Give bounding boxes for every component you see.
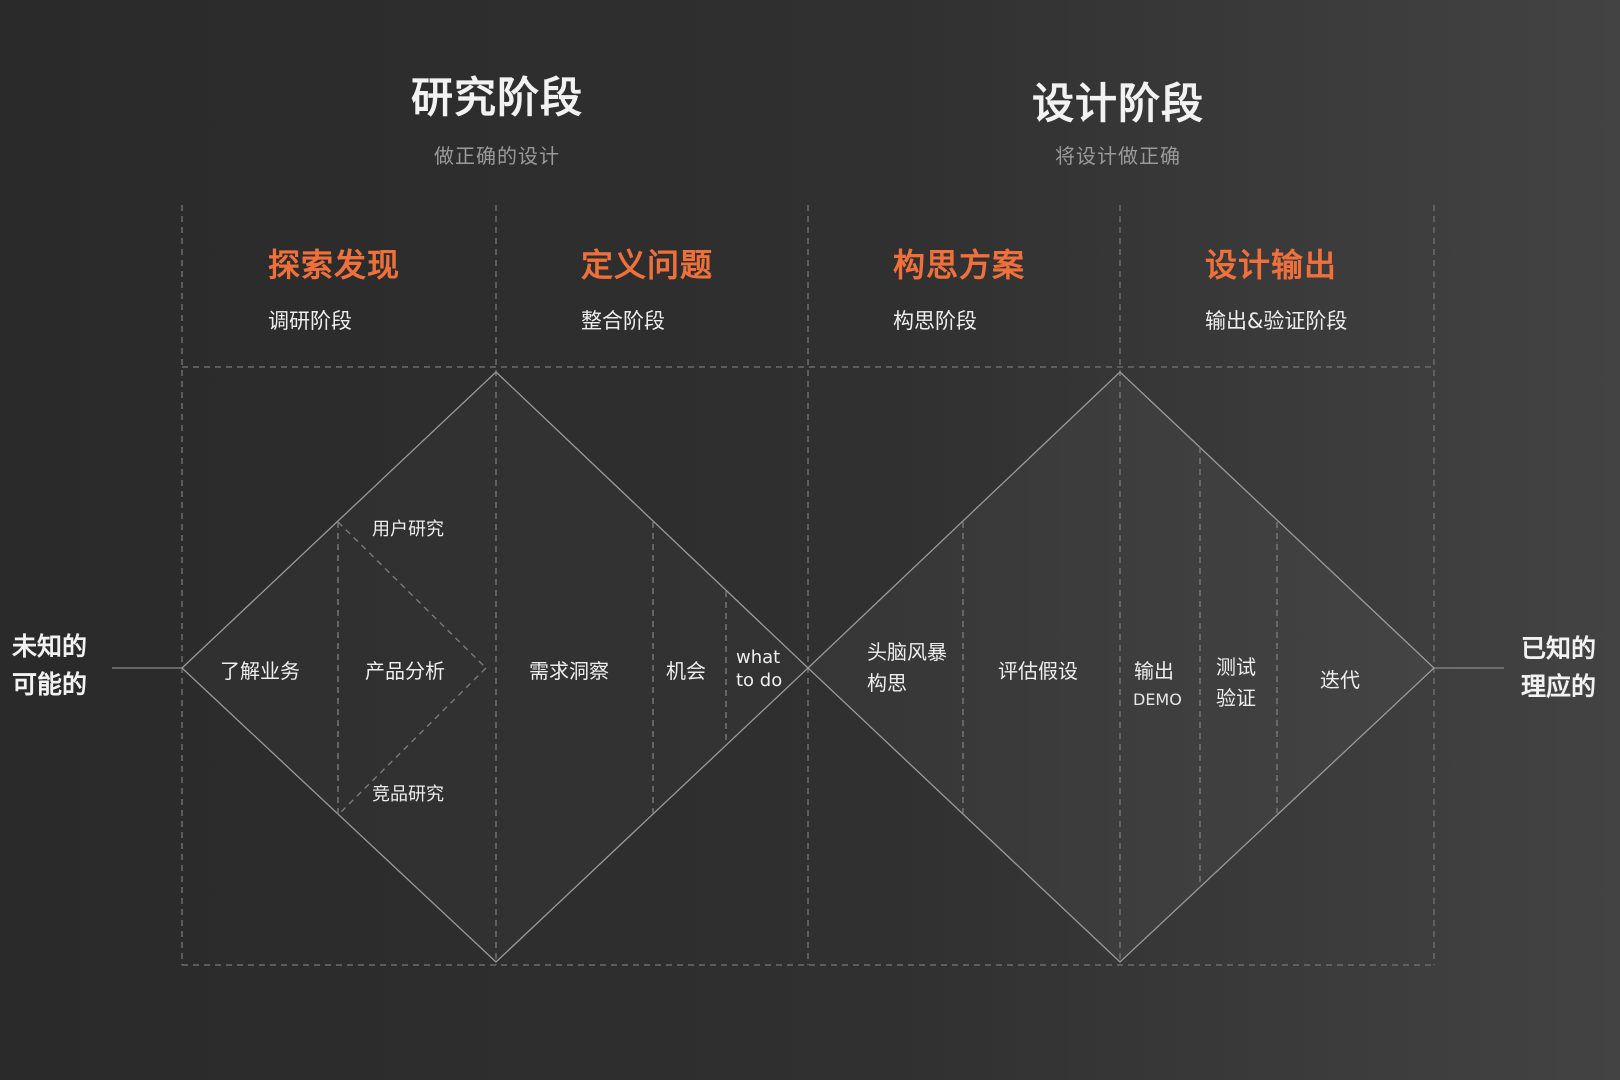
label-test-verify: 测试 验证 — [1216, 652, 1256, 714]
label-output: 输出 — [1134, 659, 1174, 683]
label-evaluate-hypothesis: 评估假设 — [998, 659, 1078, 683]
phase-subtitle-ideate: 构思阶段 — [893, 309, 977, 333]
phase-title-deliver: 设计输出 — [1205, 246, 1338, 284]
label-opportunity: 机会 — [666, 659, 706, 683]
stage-subtitle-design: 将设计做正确 — [1055, 144, 1181, 168]
label-user-research: 用户研究 — [372, 519, 444, 540]
label-product-analysis: 产品分析 — [365, 659, 445, 683]
side-left-line-1: 未知的 — [12, 632, 88, 661]
phase-subtitle-deliver: 输出&验证阶段 — [1205, 309, 1348, 333]
side-right-line-1: 已知的 — [1521, 634, 1597, 663]
what-to-do-line-2: to do — [736, 670, 783, 691]
side-right-line-2: 理应的 — [1521, 672, 1597, 701]
inner-divider — [337, 521, 487, 669]
label-understand-business: 了解业务 — [220, 659, 300, 683]
what-to-do-line-1: what — [736, 647, 781, 668]
side-label-left: 未知的 可能的 — [12, 628, 87, 704]
stage-title-research: 研究阶段 — [410, 73, 584, 122]
phase-subtitle-explore: 调研阶段 — [268, 309, 352, 333]
phase-title-ideate: 构思方案 — [893, 246, 1026, 284]
phase-title-explore: 探索发现 — [268, 246, 401, 284]
side-label-right: 已知的 理应的 — [1521, 630, 1596, 706]
side-left-line-2: 可能的 — [12, 670, 88, 699]
brainstorm-line-2: 构思 — [867, 671, 907, 695]
test-verify-line-1: 测试 — [1216, 655, 1256, 679]
stage-title-design: 设计阶段 — [1031, 79, 1205, 128]
stage-subtitle-research: 做正确的设计 — [434, 144, 560, 168]
test-verify-line-2: 验证 — [1216, 686, 1256, 710]
phase-title-define: 定义问题 — [581, 246, 714, 284]
phase-subtitle-define: 整合阶段 — [581, 309, 665, 333]
label-what-to-do: what to do — [736, 646, 782, 692]
label-needs-insight: 需求洞察 — [529, 659, 609, 683]
label-iterate: 迭代 — [1320, 668, 1360, 692]
brainstorm-line-1: 头脑风暴 — [867, 640, 947, 664]
inner-divider — [337, 667, 487, 816]
label-brainstorm: 头脑风暴 构思 — [867, 637, 947, 699]
label-demo: DEMO — [1133, 690, 1182, 709]
label-competitor-research: 竞品研究 — [372, 784, 444, 805]
